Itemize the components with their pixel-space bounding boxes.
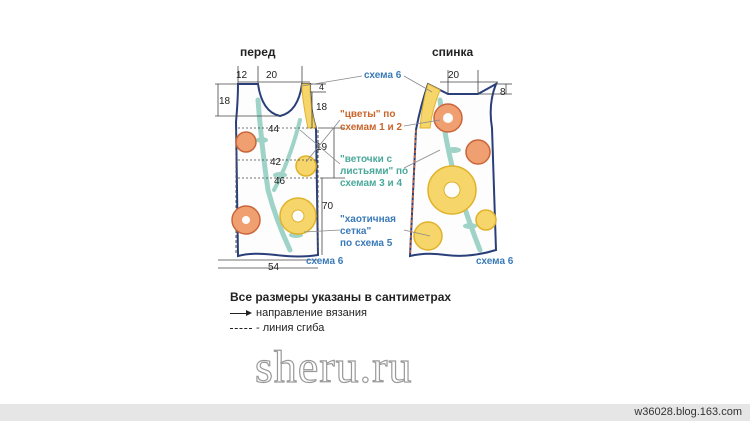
front-title: перед bbox=[240, 45, 276, 59]
front-dim-hip: 46 bbox=[274, 176, 286, 187]
callout-branches-line1: "веточки с bbox=[340, 154, 393, 165]
legend-title: Все размеры указаны в сантиметрах bbox=[230, 290, 452, 304]
front-piece: 12 20 4 18 18 44 42 46 19 70 54 перед сх… bbox=[215, 45, 345, 273]
front-dim-length: 70 bbox=[322, 201, 334, 212]
callouts: схема 6 "цветы" по схемам 1 и 2 "веточки… bbox=[299, 70, 441, 249]
callout-branches-line3: схемам 3 и 4 bbox=[340, 178, 402, 189]
back-dim-depth: 8 bbox=[500, 87, 506, 98]
callout-flowers-line1: "цветы" по bbox=[340, 109, 395, 120]
legend-arrow-label: направление вязания bbox=[256, 307, 367, 319]
back-piece: 20 8 спинка схема 6 bbox=[408, 45, 514, 267]
front-dim-neck-depth: 18 bbox=[219, 96, 231, 107]
back-dim-neck: 20 bbox=[448, 70, 460, 81]
legend-arrow-row: направление вязания bbox=[230, 307, 367, 319]
front-dim-waist: 42 bbox=[270, 157, 282, 168]
front-dim-side: 19 bbox=[316, 142, 328, 153]
dashed-line-icon bbox=[230, 323, 252, 333]
footer-bar bbox=[0, 404, 750, 421]
front-dim-shoulder: 12 bbox=[236, 70, 248, 81]
front-dim-armhole: 18 bbox=[316, 102, 328, 113]
callout-mesh-line2: сетка" bbox=[340, 226, 371, 237]
front-scheme6-label: схема 6 bbox=[306, 256, 344, 267]
front-dim-strap: 4 bbox=[319, 82, 324, 92]
callout-branches-line2: листьями" по bbox=[340, 166, 408, 177]
callout-scheme6: схема 6 bbox=[364, 70, 402, 81]
legend-dash-label: - линия сгиба bbox=[256, 322, 325, 334]
back-scheme6-label: схема 6 bbox=[476, 256, 514, 267]
footer-url: w36028.blog.163.com bbox=[634, 406, 742, 418]
legend-dash-row: - линия сгиба bbox=[230, 322, 324, 334]
callout-mesh-line3: по схема 5 bbox=[340, 238, 393, 249]
front-dim-bust: 44 bbox=[268, 124, 280, 135]
callout-mesh-line1: "хаотичная bbox=[340, 214, 396, 225]
watermark-logo: sheru.ru bbox=[254, 340, 413, 392]
callout-flowers-line2: схемам 1 и 2 bbox=[340, 122, 402, 133]
front-dim-neck: 20 bbox=[266, 70, 278, 81]
arrow-icon bbox=[230, 308, 252, 318]
back-title: спинка bbox=[432, 45, 474, 59]
front-dim-hem: 54 bbox=[268, 262, 280, 273]
